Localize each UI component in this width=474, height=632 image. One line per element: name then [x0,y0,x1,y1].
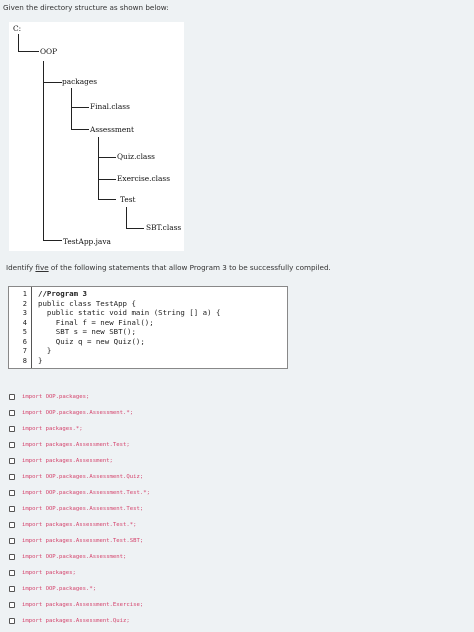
program-3-code-listing: 1 2 3 4 5 6 7 8 //Program 3 public class… [8,286,288,369]
option-label: import OOP.packages; [22,394,90,400]
option-label: import OOP.packages.*; [22,586,97,592]
line-number: 2 [22,299,27,308]
tree-file-quiz-class: Quiz.class [117,152,155,161]
checkbox[interactable] [9,554,15,560]
option-label: import packages; [22,570,76,576]
checkbox[interactable] [9,394,15,400]
option-10[interactable]: import packages.Assessment.Test.SBT; [9,536,309,546]
code-line: } [38,346,52,355]
line-number: 1 [22,290,27,298]
directory-tree-image: C: OOP packages Final.class Assessment Q… [9,22,184,251]
line-number: 5 [22,328,27,336]
option-label: import packages.Assessment.Test.*; [22,522,137,528]
checkbox[interactable] [9,506,15,512]
option-2[interactable]: import OOP.packages.Assessment.*; [9,408,309,418]
option-15[interactable]: import packages.Assessment.Quiz; [9,616,309,626]
option-9[interactable]: import packages.Assessment.Test.*; [9,520,309,530]
tree-file-exercise-class: Exercise.class [117,174,170,183]
checkbox[interactable] [9,602,15,608]
code-line: Final f = new Final(); [38,317,154,327]
checkbox[interactable] [9,442,15,448]
option-label: import OOP.packages.Assessment.*; [22,410,134,416]
option-5[interactable]: import packages.Assessment; [9,456,309,466]
checkbox[interactable] [9,522,15,528]
option-8[interactable]: import OOP.packages.Assessment.Test; [9,504,309,514]
tree-folder-oop: OOP [40,47,58,56]
checkbox[interactable] [9,410,15,416]
line-number: 7 [22,347,27,355]
line-number: 8 [22,356,27,365]
line-number: 4 [22,318,27,327]
option-11[interactable]: import OOP.packages.Assessment; [9,552,309,562]
option-label: import packages.Assessment.Test.SBT; [22,538,144,544]
checkbox[interactable] [9,538,15,544]
checkbox[interactable] [9,570,15,576]
question-instruction: Identify five of the following statement… [6,263,331,272]
tree-folder-test: Test [120,195,136,204]
emphasis-five: five [35,263,49,272]
code-line: Quiz q = new Quiz(); [38,336,145,346]
checkbox[interactable] [9,474,15,480]
line-number: 6 [22,337,27,346]
code-line: public static void main (String [] a) { [38,308,221,317]
tree-file-final-class: Final.class [90,102,130,111]
option-label: import packages.Assessment.Quiz; [22,618,130,624]
option-1[interactable]: import OOP.packages; [9,392,309,402]
checkbox[interactable] [9,490,15,496]
option-3[interactable]: import packages.*; [9,424,309,434]
code-line: public class TestApp { [38,298,136,308]
checkbox[interactable] [9,586,15,592]
tree-file-sbt-class: SBT.class [146,223,182,232]
option-label: import packages.Assessment.Exercise; [22,602,144,608]
checkbox[interactable] [9,426,15,432]
tree-folder-assessment: Assessment [90,125,134,134]
option-label: import OOP.packages.Assessment.Test.*; [22,490,150,496]
checkbox[interactable] [9,458,15,464]
question-intro: Given the directory structure as shown b… [3,3,169,12]
option-label: import packages.*; [22,426,83,432]
option-label: import OOP.packages.Assessment.Quiz; [22,474,144,480]
option-4[interactable]: import packages.Assessment.Test; [9,440,309,450]
option-6[interactable]: import OOP.packages.Assessment.Quiz; [9,472,309,482]
code-line: SBT s = new SBT(); [38,327,136,336]
code-line: } [38,355,43,365]
option-14[interactable]: import packages.Assessment.Exercise; [9,600,309,610]
code-line: //Program 3 [38,289,87,298]
option-label: import OOP.packages.Assessment.Test; [22,506,144,512]
option-12[interactable]: import packages; [9,568,309,578]
option-7[interactable]: import OOP.packages.Assessment.Test.*; [9,488,309,498]
tree-root: C: [13,24,22,33]
tree-file-testapp-java: TestApp.java [63,237,111,246]
checkbox[interactable] [9,618,15,624]
option-label: import packages.Assessment.Test; [22,442,130,448]
option-label: import OOP.packages.Assessment; [22,554,127,560]
option-label: import packages.Assessment; [22,458,113,464]
option-13[interactable]: import OOP.packages.*; [9,584,309,594]
line-number: 3 [22,309,27,317]
line-number-gutter: 1 2 3 4 5 6 7 8 [9,287,32,368]
tree-folder-packages: packages [62,77,98,86]
